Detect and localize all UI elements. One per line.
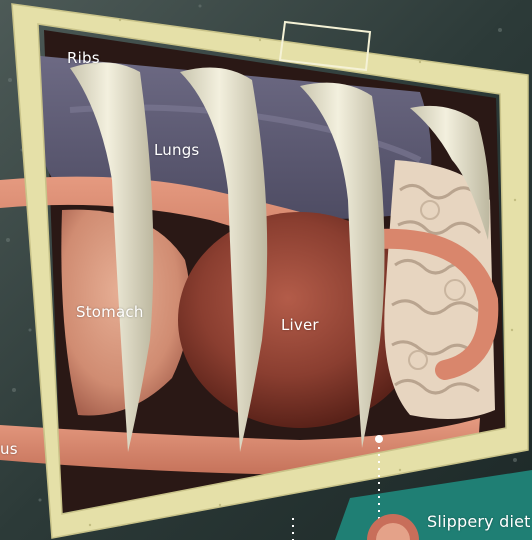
liver-label: Liver: [281, 316, 319, 334]
ribs-label: Ribs: [67, 49, 100, 67]
caption-title: Slippery diet: [427, 512, 531, 531]
lungs-label: Lungs: [154, 141, 199, 159]
caption-leader-dot: [375, 435, 383, 443]
stomach-label: Stomach: [76, 303, 144, 321]
oesophagus-label: us: [0, 440, 18, 458]
